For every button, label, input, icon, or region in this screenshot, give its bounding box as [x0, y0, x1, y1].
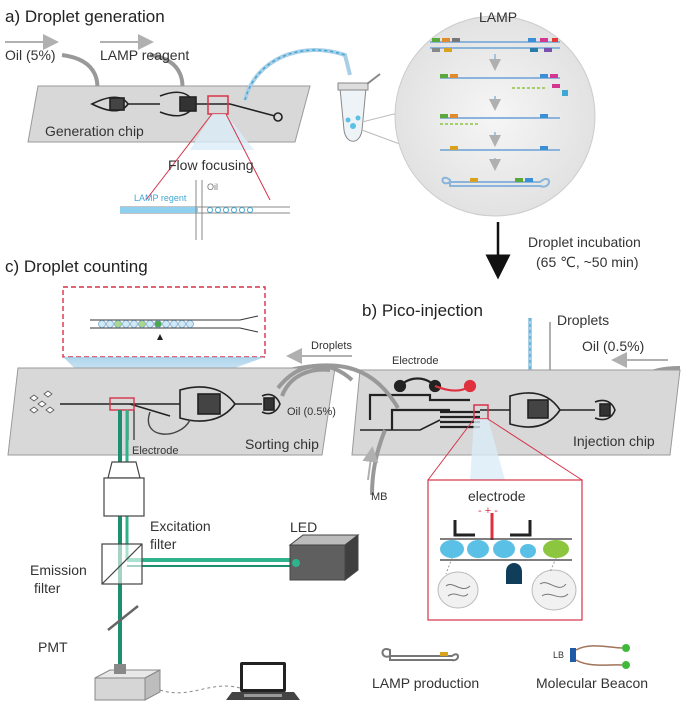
droplets-top-label: Droplets — [557, 312, 610, 328]
sorting-oil-tube — [280, 367, 331, 397]
oil-5-label: Oil (5%) — [5, 47, 56, 63]
panel-b-title: b) Pico-injection — [362, 301, 483, 320]
electrode-c-label: Electrode — [132, 445, 179, 457]
lamp-product-icon — [381, 648, 459, 662]
lamp-strands — [430, 38, 568, 188]
panel-c-title: c) Droplet counting — [5, 257, 148, 276]
sorting-inset-droplets — [98, 320, 194, 328]
droplets-c-label: Droplets — [311, 340, 352, 352]
sorting-chip-label: Sorting chip — [245, 436, 319, 452]
electrode-polarity-label: - + - — [478, 505, 498, 517]
excitation-filter-label-1: Excitation — [150, 518, 211, 534]
led-label: LED — [290, 519, 318, 535]
droplet-output-tube — [243, 48, 352, 101]
electrode-b-label: Electrode — [392, 355, 439, 367]
oil-05-c-label: Oil (0.5%) — [287, 406, 336, 418]
flow-focus-callout — [190, 114, 254, 150]
panel-b — [279, 318, 681, 621]
electrode-inset-label: electrode — [468, 488, 526, 504]
lamp-regent-inset-label: LAMP regent — [134, 193, 187, 203]
injection-channels — [360, 392, 616, 431]
generation-chip — [27, 85, 311, 143]
panel-a-title: a) Droplet generation — [5, 7, 165, 26]
waste-droplets — [29, 390, 55, 414]
sorting-channels — [60, 386, 281, 422]
lamp-reagent-label: LAMP reagent — [100, 47, 190, 63]
pmt-detector — [94, 664, 161, 701]
led-source — [288, 533, 360, 582]
excitation-filter-label-2: filter — [150, 536, 177, 552]
pmt-cable — [159, 685, 241, 694]
objective-lens — [103, 461, 145, 517]
flow-focusing-inset — [120, 180, 290, 240]
emission-filter-label-2: filter — [34, 580, 61, 596]
laptop-icon — [226, 662, 300, 700]
generation-channels — [90, 91, 283, 122]
lamp-production-label: LAMP production — [372, 675, 480, 691]
panel-c — [7, 286, 360, 701]
panel-a — [5, 15, 596, 240]
oil-inset-label: Oil — [207, 182, 218, 192]
incubation-label-line1: Droplet incubation — [528, 234, 641, 250]
sorting-chip — [7, 367, 336, 456]
emission-filter-plate — [107, 605, 139, 631]
injection-chip-label: Injection chip — [573, 433, 655, 449]
lamp-title: LAMP — [479, 9, 518, 25]
inset-electrodes — [453, 520, 532, 537]
collection-tube — [337, 73, 381, 142]
molecular-beacon-label: Molecular Beacon — [536, 675, 649, 691]
legend — [381, 644, 630, 669]
molecular-beacon-icon — [570, 644, 630, 669]
lb-label: LB — [553, 650, 565, 660]
inset-droplets — [440, 540, 569, 558]
generation-chip-label: Generation chip — [45, 123, 144, 139]
incubation-label-line2: (65 ℃, ~50 min) — [536, 254, 639, 270]
injector-nozzle — [506, 563, 522, 584]
flow-focusing-label: Flow focusing — [168, 157, 254, 173]
mb-label: MB — [371, 491, 388, 503]
mb-tube — [370, 429, 387, 496]
dichroic-cube — [101, 543, 143, 585]
oil-05-b-label: Oil (0.5%) — [582, 338, 645, 354]
pmt-label: PMT — [38, 639, 68, 655]
emission-filter-label-1: Emission — [30, 562, 87, 578]
injection-electrodes — [368, 377, 480, 430]
lamp-mechanism-circle — [394, 15, 596, 217]
